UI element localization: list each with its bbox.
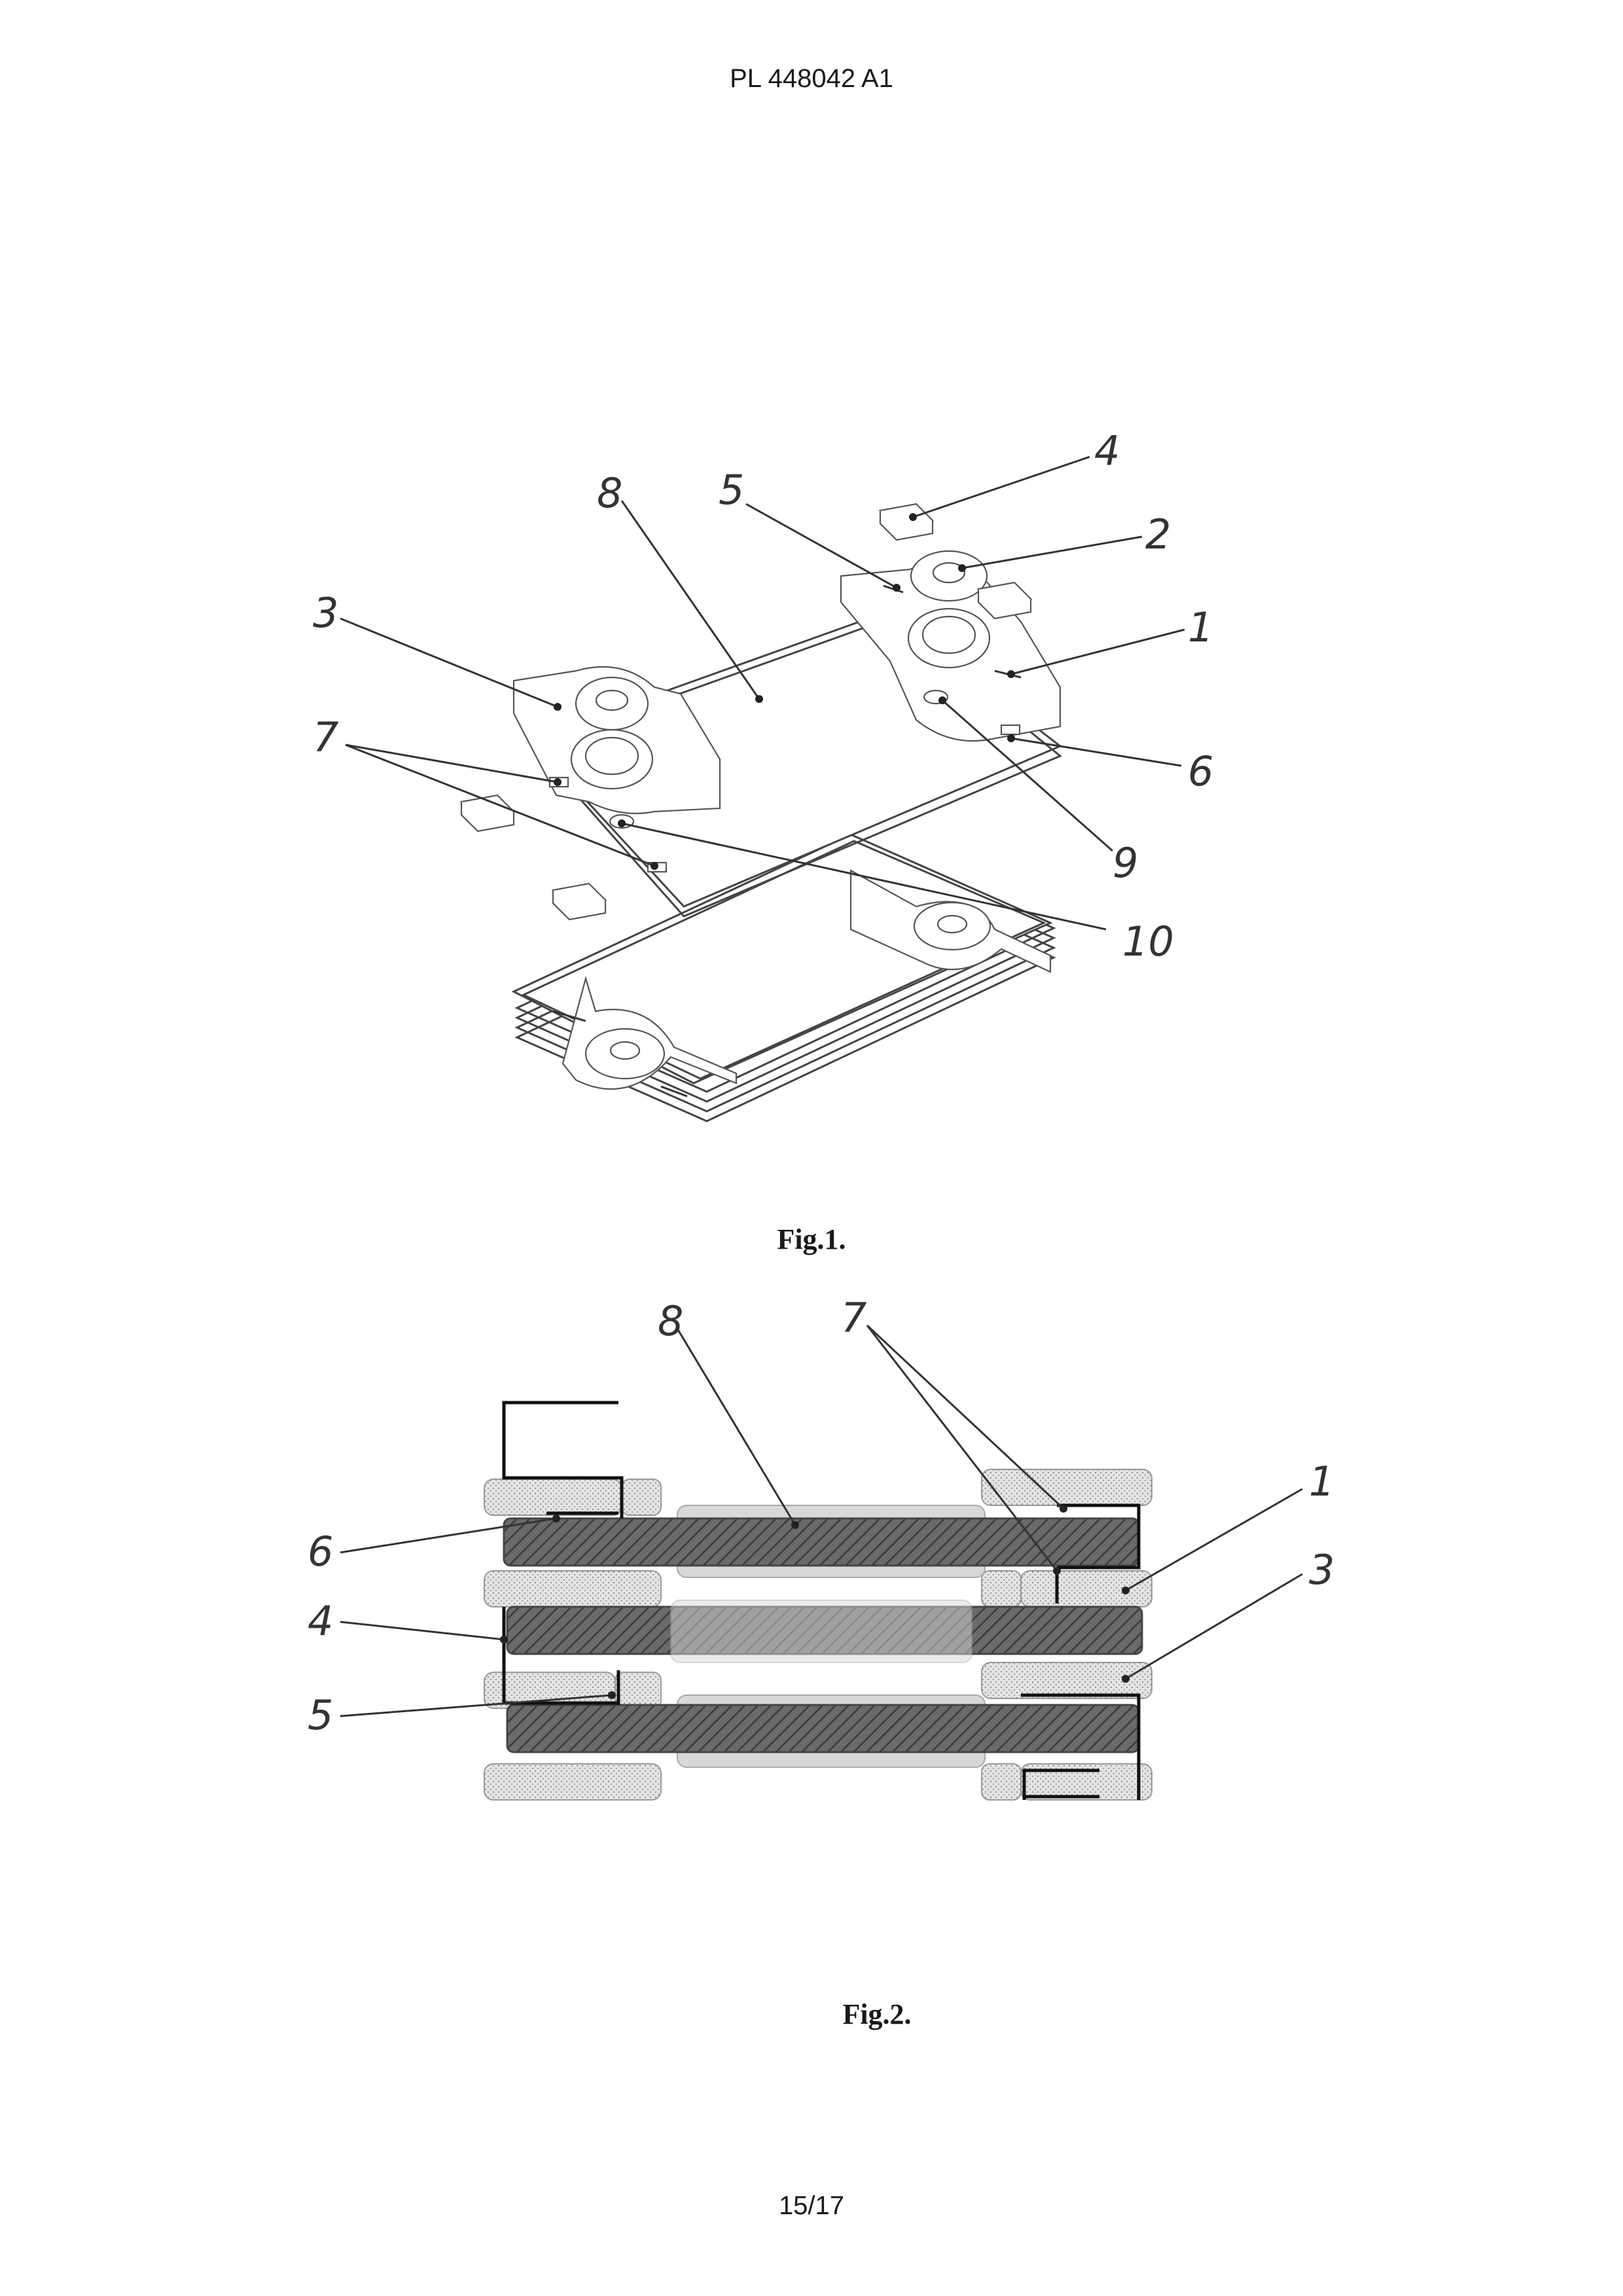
fig1-single-cell — [459, 503, 1062, 921]
fig2-label-3: 3 — [1309, 1546, 1334, 1594]
page-number: 15/17 — [778, 2191, 845, 2220]
fig2-label-5: 5 — [308, 1691, 333, 1739]
fig2-label-8: 8 — [658, 1297, 683, 1345]
fig2-leader-lines — [340, 1324, 1303, 1717]
document-header: PL 448042 A1 — [730, 64, 893, 93]
fig1-cell-stack — [511, 833, 1056, 1122]
fig1-label-3: 3 — [313, 589, 338, 637]
fig2-left-spacers — [484, 1479, 662, 1801]
fig1-label-2: 2 — [1145, 511, 1171, 558]
fig1-label-4: 4 — [1094, 427, 1120, 475]
fig2-drawing: 8 7 1 3 6 4 5 — [308, 1294, 1334, 1801]
fig1-drawing: 4 2 1 5 8 3 7 6 9 10 — [313, 427, 1213, 1122]
fig2-label-1: 1 — [1309, 1458, 1334, 1505]
fig2-label-4: 4 — [308, 1597, 333, 1645]
fig1-label-5: 5 — [719, 466, 744, 514]
fig1-label-10: 10 — [1122, 918, 1174, 965]
fig1-connector-pieces — [459, 503, 1033, 921]
fig2-label-7: 7 — [841, 1294, 866, 1342]
fig1-label-7: 7 — [313, 713, 338, 761]
fig1-caption: Fig.1. — [777, 1223, 846, 1255]
fig2-cells — [503, 1505, 1143, 1768]
fig2-label-6: 6 — [308, 1528, 333, 1575]
fig1-label-9: 9 — [1113, 839, 1138, 887]
fig1-label-1: 1 — [1188, 603, 1213, 651]
fig1-label-8: 8 — [597, 469, 622, 517]
fig1-label-6: 6 — [1188, 747, 1213, 795]
fig2-caption: Fig.2. — [842, 1998, 912, 2030]
fig1-leader-lines — [340, 456, 1185, 931]
